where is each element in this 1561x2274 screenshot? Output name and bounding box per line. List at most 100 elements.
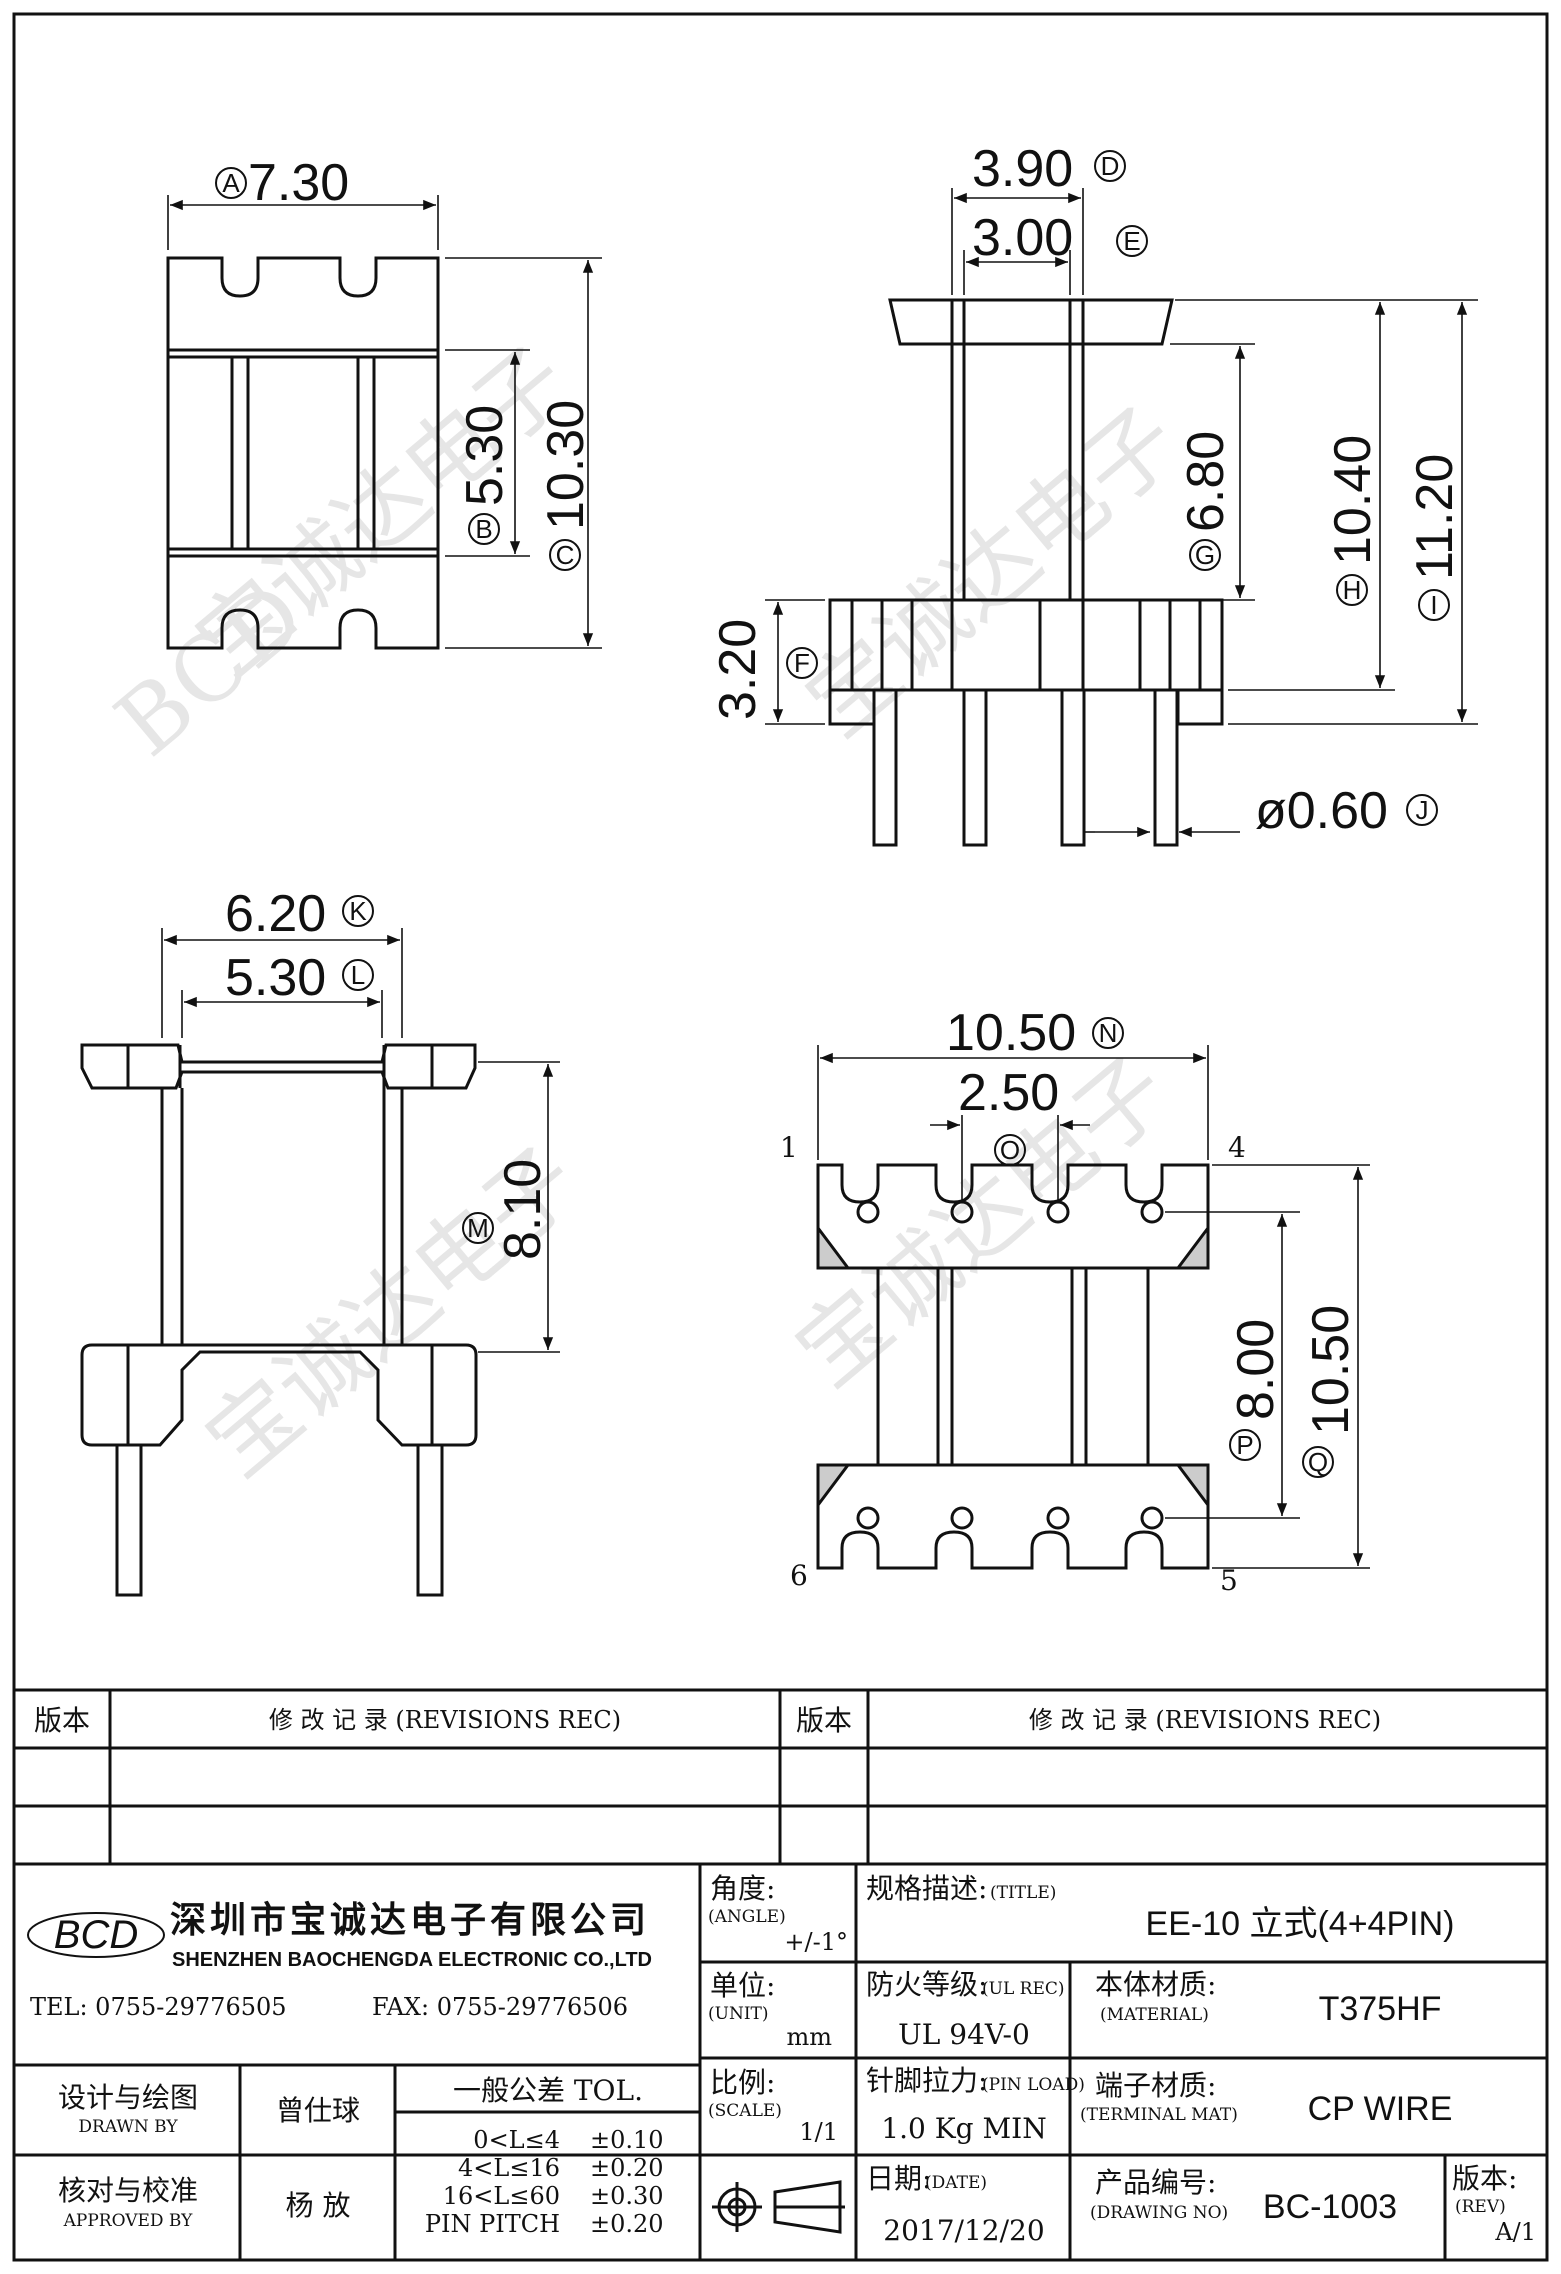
dwgno-sub: (DRAWING NO) xyxy=(1090,2203,1228,2223)
projection-symbol xyxy=(712,2180,845,2234)
dim-h: H 10.40 xyxy=(1324,435,1382,606)
tag-n: N xyxy=(1099,1018,1118,1048)
dim-j: ø0.60 J xyxy=(1255,782,1438,840)
dim-l: 5.30 L xyxy=(225,949,374,1007)
tag-circle xyxy=(1094,150,1126,182)
tag-circle xyxy=(342,959,374,991)
date-value: 2017/12/20 xyxy=(883,2214,1044,2247)
tag-circle xyxy=(215,167,247,199)
unit-value: mm xyxy=(786,2023,832,2051)
scale-value: 1/1 xyxy=(799,2118,838,2146)
dim-p: P 8.00 xyxy=(1227,1319,1285,1461)
pin-number-5: 5 xyxy=(1220,1564,1238,1597)
terminal-sub: (TERMINAL MAT) xyxy=(1080,2105,1238,2125)
title-sub: (TITLE) xyxy=(990,1883,1056,1903)
rev-label: 版本: xyxy=(1452,2162,1517,2195)
designed-label: 设计与绘图 xyxy=(58,2081,198,2114)
material-sub: (MATERIAL) xyxy=(1100,2005,1209,2025)
ul-sub: (UL REC) xyxy=(982,1979,1065,1999)
dim-f-value: 3.20 xyxy=(709,619,767,720)
tol-range-3: 16<L≤60 xyxy=(443,2182,560,2210)
pin-number-6: 6 xyxy=(790,1559,808,1592)
company-logo-text: BCD xyxy=(54,1913,138,1957)
pin-number-1: 1 xyxy=(780,1131,798,1164)
tag-c: C xyxy=(556,540,575,570)
dim-g-value: 6.80 xyxy=(1177,431,1235,532)
tag-d: D xyxy=(1101,151,1120,181)
pinload-value: 1.0 Kg MIN xyxy=(881,2112,1046,2145)
date-label: 日期: xyxy=(866,2162,931,2195)
tag-circle xyxy=(342,895,374,927)
dim-b-value: 5.30 xyxy=(456,405,514,506)
top-view-bobbin xyxy=(166,195,602,650)
company-tel: TEL: 0755-29776505 xyxy=(30,1993,287,2021)
tag-q: Q xyxy=(1308,1447,1328,1477)
title-label: 规格描述: xyxy=(866,1872,987,1905)
side-view-bobbin xyxy=(765,188,1478,847)
rev-header-record-right: 修 改 记 录 (REVISIONS REC) xyxy=(1029,1706,1381,1734)
dim-a-value: 7.30 xyxy=(248,154,349,212)
tol-value-2: ±0.20 xyxy=(590,2154,664,2182)
dim-i-value: 11.20 xyxy=(1406,454,1464,580)
dim-i: I 11.20 xyxy=(1406,454,1464,621)
pinload-sub: (PIN LOAD) xyxy=(982,2075,1085,2095)
sheet-border xyxy=(12,12,1549,2262)
tag-circle xyxy=(1116,225,1148,257)
dim-b: B 5.30 xyxy=(456,405,514,545)
unit-label: 单位: xyxy=(710,1969,775,2002)
unit-sub: (UNIT) xyxy=(708,2004,769,2024)
date-sub: (DATE) xyxy=(925,2173,987,2193)
dim-p-value: 8.00 xyxy=(1227,1319,1285,1420)
dim-h-value: 10.40 xyxy=(1324,435,1382,565)
dim-c: C 10.30 xyxy=(537,400,595,571)
tag-circle xyxy=(468,513,500,545)
ul-value: UL 94V-0 xyxy=(898,2018,1030,2051)
approved-name: 杨 放 xyxy=(286,2189,351,2222)
rev-header-version-right: 版本 xyxy=(796,1704,852,1737)
tag-a: A xyxy=(222,168,240,198)
tol-title: 一般公差 TOL. xyxy=(453,2074,643,2107)
title-value: EE-10 立式(4+4PIN) xyxy=(1146,1905,1455,1943)
dim-o-value: 2.50 xyxy=(958,1064,1059,1122)
tag-circle xyxy=(994,1134,1026,1166)
tol-range-2: 4<L≤16 xyxy=(458,2154,560,2182)
tol-range-4: PIN PITCH xyxy=(425,2210,560,2238)
tag-g: G xyxy=(1195,540,1215,570)
designed-name: 曾仕球 xyxy=(276,2094,360,2127)
tol-value-3: ±0.30 xyxy=(590,2182,664,2210)
dim-c-value: 10.30 xyxy=(537,400,595,530)
tol-value-4: ±0.20 xyxy=(590,2210,664,2238)
company-name-cn: 深圳市宝诚达电子有限公司 xyxy=(170,1899,650,1940)
tag-i: I xyxy=(1430,590,1437,620)
tol-value-1: ±0.10 xyxy=(590,2126,664,2154)
tag-m: M xyxy=(467,1213,489,1243)
approved-label: 核对与校准 xyxy=(58,2174,198,2207)
dim-d: 3.90 D xyxy=(972,140,1126,198)
tag-circle xyxy=(1302,1446,1334,1478)
tag-h: H xyxy=(1343,575,1362,605)
dim-d-value: 3.90 xyxy=(972,140,1073,198)
tag-circle xyxy=(462,1212,494,1244)
tag-circle xyxy=(1189,539,1221,571)
dim-j-value: ø0.60 xyxy=(1255,782,1388,840)
watermark-text-2: 宝诚达电子 xyxy=(787,387,1199,757)
tag-circle xyxy=(1336,574,1368,606)
dim-q: Q 10.50 xyxy=(1302,1305,1360,1478)
rev-header-version-left: 版本 xyxy=(34,1704,90,1737)
designed-sub: DRAWN BY xyxy=(78,2117,178,2137)
rev-sub: (REV) xyxy=(1455,2197,1506,2217)
bottom-view-bobbin xyxy=(816,1045,1370,1570)
dwgno-value: BC-1003 xyxy=(1263,2188,1397,2226)
dim-g: G 6.80 xyxy=(1177,431,1235,571)
angle-sub: (ANGLE) xyxy=(708,1907,786,1927)
dim-o: 2.50 O xyxy=(958,1064,1059,1166)
dim-e-value: 3.00 xyxy=(972,209,1073,267)
scale-sub: (SCALE) xyxy=(708,2101,782,2121)
dim-k-value: 6.20 xyxy=(225,885,326,943)
angle-label: 角度: xyxy=(710,1872,775,1905)
tag-circle xyxy=(549,539,581,571)
material-value: T375HF xyxy=(1319,1990,1442,2028)
tag-p: P xyxy=(1236,1430,1253,1460)
tag-b: B xyxy=(475,514,492,544)
tag-k: K xyxy=(349,896,367,926)
